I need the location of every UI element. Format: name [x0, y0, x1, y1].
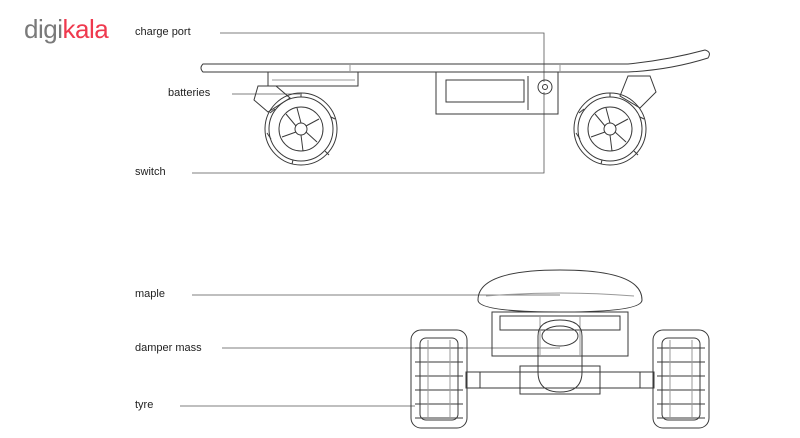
label-switch: switch — [135, 166, 166, 178]
side-view — [200, 49, 710, 115]
front-view — [465, 269, 655, 395]
truck-block — [491, 311, 629, 357]
leader-charge-port — [220, 32, 545, 82]
electronics-box — [435, 71, 559, 115]
battery-pack — [267, 72, 359, 87]
label-damper-mass: damper mass — [135, 342, 202, 354]
left-tyre — [410, 329, 468, 429]
rear-truck — [253, 85, 291, 113]
label-maple: maple — [135, 288, 165, 300]
leader-lines — [180, 32, 560, 407]
label-charge-port: charge port — [135, 26, 191, 38]
front-wheel — [573, 92, 647, 166]
brand-logo: digikala — [24, 14, 109, 44]
deck-side — [200, 49, 710, 73]
brand-logo-part2: kala — [62, 14, 109, 44]
right-tyre — [652, 329, 710, 429]
axle — [465, 371, 655, 389]
charge-port-socket — [537, 79, 553, 95]
label-batteries: batteries — [168, 87, 211, 99]
brand-logo-part1: digi — [24, 14, 63, 44]
label-tyre: tyre — [135, 399, 154, 411]
leader-switch — [192, 92, 545, 174]
front-truck — [619, 75, 657, 109]
deck-front — [477, 269, 643, 313]
rear-wheel — [264, 92, 338, 166]
